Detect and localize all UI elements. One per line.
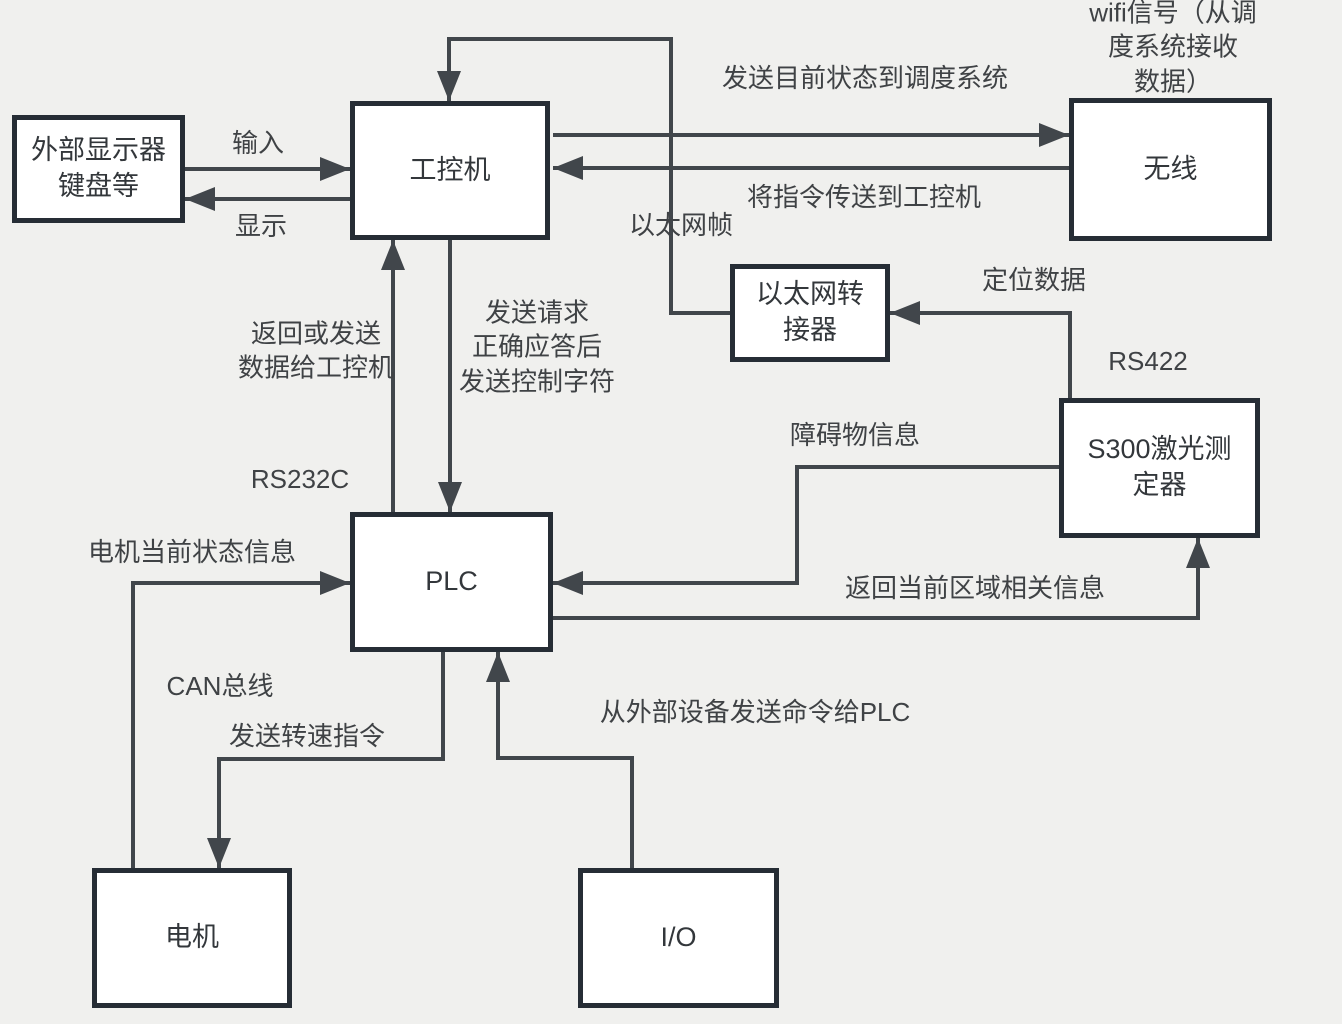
label-input: 输入 (231, 127, 285, 158)
node-plc: PLC (350, 512, 553, 652)
label-return-area-info: 返回当前区域相关信息 (844, 572, 1106, 603)
label-wifi-signal-note: wifi信号（从调度系统接收 数据） (1089, 0, 1257, 97)
node-io: I/O (578, 868, 779, 1008)
label-rs232c: RS232C (250, 463, 350, 494)
node-s300-laser-detector: S300激光测 定器 (1059, 398, 1260, 538)
label-ethernet-frame: 以太网帧 (628, 209, 734, 240)
label-display: 显示 (234, 210, 288, 241)
label-send-speed-command: 发送转速指令 (228, 720, 386, 751)
label-positioning-data: 定位数据 (981, 264, 1087, 295)
node-ethernet-adapter: 以太网转 接器 (730, 264, 890, 362)
label-can-bus: CAN总线 (166, 670, 274, 701)
label-obstacle-info: 障碍物信息 (789, 419, 921, 450)
node-industrial-computer: 工控机 (350, 101, 550, 240)
label-return-or-send-data: 返回或发送 数据给工控机 (237, 318, 395, 383)
label-motor-current-status: 电机当前状态信息 (87, 536, 297, 567)
label-send-status-to-dispatch: 发送目前状态到调度系统 (721, 62, 1009, 93)
edge-motor-to-plc-status (131, 571, 350, 868)
label-external-device-command: 从外部设备发送命令给PLC (599, 696, 911, 727)
edge-io-to-plc-commands (486, 652, 634, 868)
edge-adapter-to-ipc-ethernet (437, 37, 730, 315)
edge-s300-to-plc-obstacle (553, 465, 1059, 595)
edge-plc-to-motor-speed (207, 652, 445, 868)
label-transmit-commands-to-ipc: 将指令传送到工控机 (746, 181, 982, 212)
node-motor: 电机 (92, 868, 292, 1008)
node-wireless: 无线 (1069, 98, 1272, 241)
edge-s300-to-adapter-position (890, 301, 1072, 398)
edge-plc-to-s300-area-info (553, 538, 1210, 620)
label-send-request-control-chars: 发送请求 正确应答后 发送控制字符 (458, 297, 616, 397)
label-rs422: RS422 (1108, 345, 1188, 376)
node-external-display-keyboard: 外部显示器 键盘等 (12, 115, 185, 223)
